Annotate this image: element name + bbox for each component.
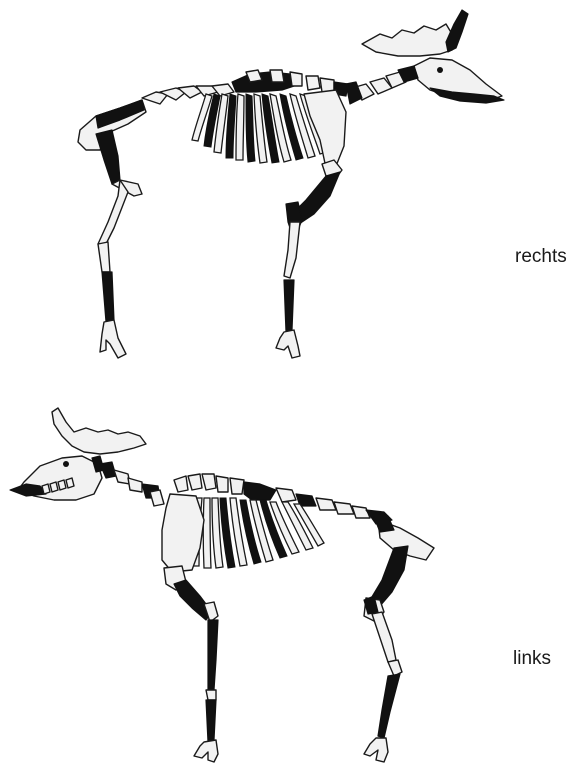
skeleton-right-view [78,10,504,358]
skull [10,456,104,500]
skeleton-left-view [10,408,434,762]
antler [362,10,468,56]
label-right-side: rechts [515,246,567,268]
hind-leg [96,130,142,358]
hind-leg [364,546,408,762]
rib-cage [192,498,324,568]
skull [414,58,504,103]
antler [52,408,146,454]
cervical-vertebrae [346,66,418,104]
label-left-side: links [513,648,551,670]
cervical-vertebrae [100,462,164,506]
fore-leg [276,160,342,358]
fore-leg [164,566,218,762]
